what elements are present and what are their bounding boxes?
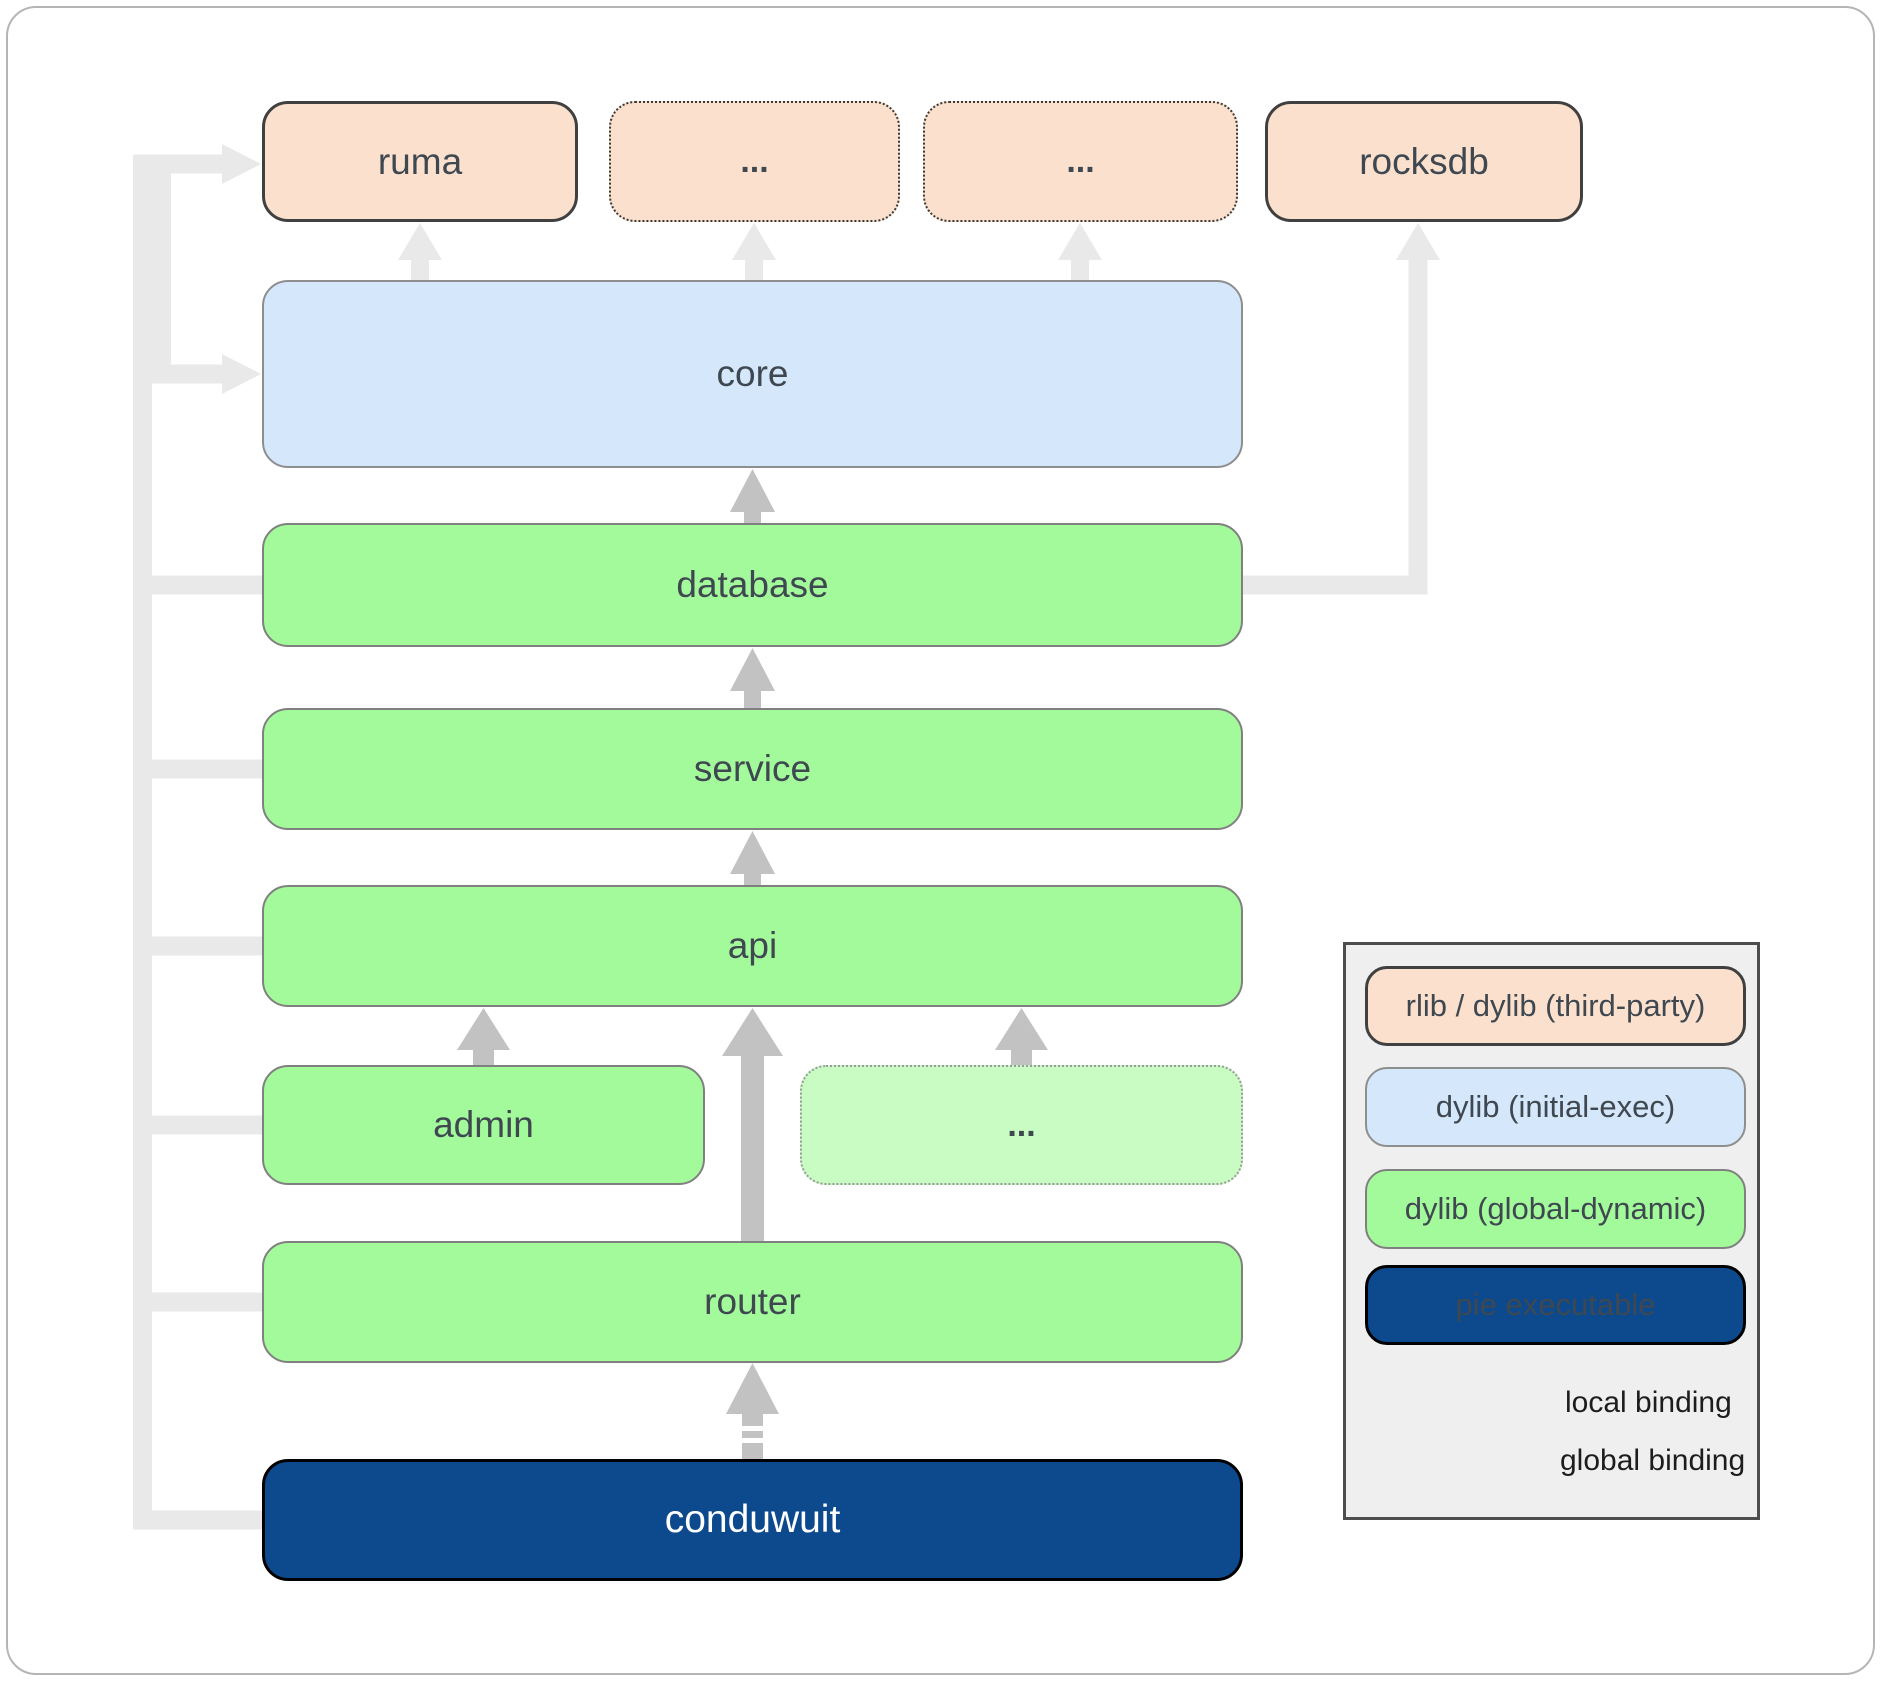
edge-api-to-service: [730, 831, 775, 887]
node-third-party-more-2: ...: [923, 101, 1238, 222]
edge-core-to-more-2: [1058, 223, 1102, 282]
node-admin-label: admin: [433, 1104, 534, 1145]
node-third-party-more-2-label: ...: [1066, 142, 1095, 180]
arrowhead-into-ruma: [222, 144, 261, 184]
node-api-label: api: [727, 925, 778, 966]
node-ruma-label: ruma: [377, 140, 463, 182]
node-core-label: core: [716, 353, 789, 394]
legend: rlib / dylib (third-party) dylib (initia…: [1343, 942, 1760, 1520]
legend-item-global-dynamic-label: dylib (global-dynamic): [1404, 1191, 1707, 1226]
node-router-label: router: [704, 1281, 801, 1322]
edge-core-to-ruma: [398, 223, 442, 282]
legend-item-pie-executable-label: pie executable: [1455, 1287, 1656, 1322]
legend-item-pie-executable: pie executable: [1365, 1265, 1746, 1345]
node-service: service: [262, 708, 1243, 830]
edge-core-to-more-1: [732, 223, 776, 282]
node-core: core: [262, 280, 1243, 468]
node-rocksdb: rocksdb: [1265, 101, 1583, 222]
legend-item-initial-exec-label: dylib (initial-exec): [1435, 1089, 1676, 1124]
node-api: api: [262, 885, 1243, 1007]
node-third-party-more-1-label: ...: [740, 142, 769, 180]
edge-admin-to-api: [457, 1008, 510, 1067]
legend-local-binding-label: local binding: [1565, 1386, 1732, 1419]
node-conduwuit: conduwuit: [262, 1459, 1243, 1581]
edge-database-to-rocksdb: [1243, 223, 1440, 595]
node-more-dylibs-label: ...: [1007, 1105, 1036, 1144]
node-more-dylibs: ...: [800, 1065, 1243, 1185]
node-rocksdb-label: rocksdb: [1359, 140, 1489, 182]
legend-global-binding-label: global binding: [1560, 1444, 1746, 1477]
node-service-label: service: [693, 748, 812, 789]
edge-router-to-api: [722, 1008, 783, 1242]
arrowhead-into-core: [222, 354, 261, 394]
node-third-party-more-1: ...: [609, 101, 900, 222]
edge-service-to-database: [730, 648, 775, 710]
edge-conduwuit-to-router-local: [726, 1363, 779, 1460]
legend-item-initial-exec: dylib (initial-exec): [1365, 1067, 1746, 1147]
edge-more-dylibs-to-api: [995, 1008, 1048, 1067]
edge-database-to-core: [730, 469, 775, 525]
node-conduwuit-label: conduwuit: [664, 1498, 841, 1541]
node-ruma: ruma: [262, 101, 578, 222]
node-admin: admin: [262, 1065, 705, 1185]
node-database-label: database: [676, 564, 829, 605]
legend-item-third-party: rlib / dylib (third-party): [1365, 966, 1746, 1046]
legend-item-global-dynamic: dylib (global-dynamic): [1365, 1169, 1746, 1249]
legend-item-third-party-label: rlib / dylib (third-party): [1405, 988, 1706, 1023]
edge-conduwuit-global-bundle: [133, 144, 263, 1530]
node-database: database: [262, 523, 1243, 647]
node-router: router: [262, 1241, 1243, 1363]
